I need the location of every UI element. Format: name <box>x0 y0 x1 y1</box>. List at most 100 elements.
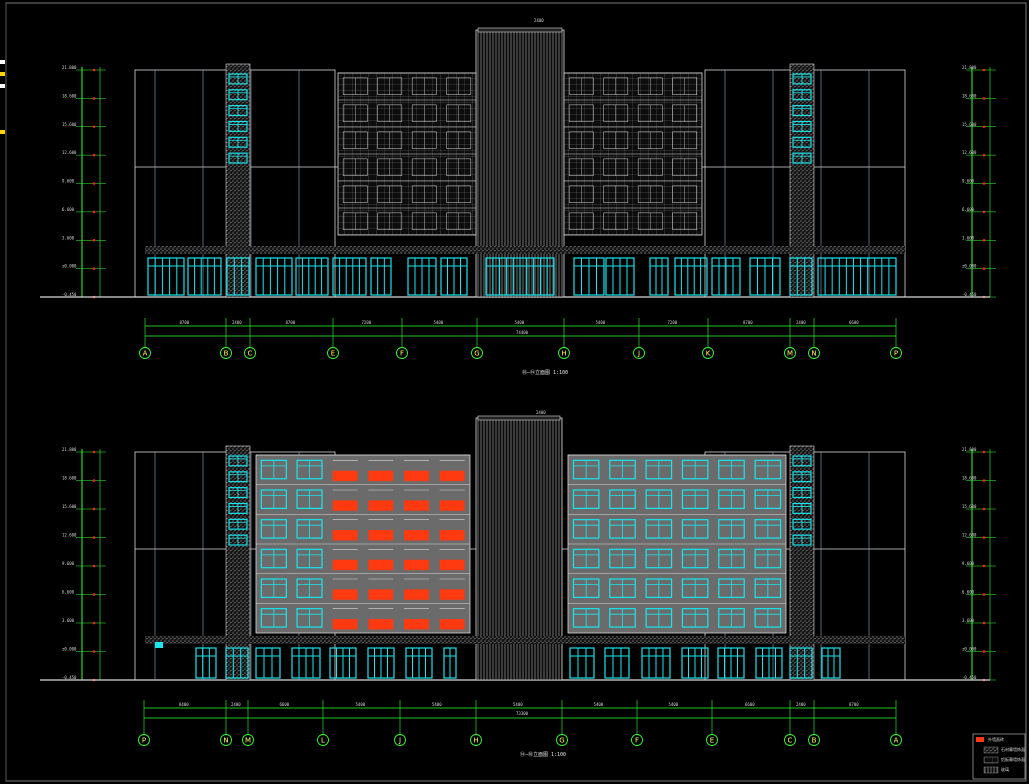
level-marker <box>92 210 96 214</box>
level-label: 15.600 <box>962 504 977 509</box>
storefront <box>370 257 392 296</box>
glass-panel <box>439 530 465 541</box>
glass-panel <box>332 530 358 541</box>
level-label: 18.600 <box>962 93 977 98</box>
dimension-value: 5400 <box>356 702 366 707</box>
level-marker <box>982 593 986 596</box>
level-label: 12.600 <box>62 150 77 155</box>
level-label: ±0.000 <box>62 264 77 269</box>
axis-label: K <box>706 350 711 358</box>
axis-bubble <box>471 347 483 359</box>
level-marker <box>92 267 96 270</box>
glass-panel <box>404 589 429 600</box>
bottom-total-dimension: 73300 <box>516 711 529 716</box>
level-label: 3.600 <box>962 235 975 240</box>
bottom-elevation: 21.80018.60015.60012.6009.6006.6003.600±… <box>40 415 996 746</box>
storefront <box>789 257 813 296</box>
storefront <box>674 257 708 296</box>
right-stair-tower <box>789 63 815 298</box>
glass-panel <box>439 500 465 511</box>
glass-panel <box>368 530 394 541</box>
axis-bubble <box>808 734 820 746</box>
level-marker <box>92 238 96 242</box>
level-marker <box>92 650 96 653</box>
core-parapet <box>477 27 563 33</box>
storefront <box>604 647 630 679</box>
dimension-value: 6600 <box>849 320 859 325</box>
dimension-value: 8700 <box>180 320 190 325</box>
axis-label: A <box>894 737 899 745</box>
glass-panel <box>332 559 358 571</box>
axis-bubble <box>890 347 902 359</box>
level-label: 3.600 <box>962 618 975 623</box>
axis-bubble <box>394 734 406 746</box>
glass-panel <box>332 589 358 600</box>
level-label: 6.600 <box>962 207 975 212</box>
storefront <box>569 647 595 679</box>
axis-bubble <box>317 734 329 746</box>
glass-panel <box>404 530 429 541</box>
axis-bubble <box>808 347 820 359</box>
storefront <box>821 647 841 679</box>
glass-panel <box>439 470 465 482</box>
right-stair-tower <box>789 445 815 681</box>
axis-label: C <box>788 737 793 745</box>
level-label: 9.600 <box>962 179 975 184</box>
facade-block-1 <box>567 454 787 634</box>
glass-panel <box>404 559 429 571</box>
storefront <box>255 647 281 679</box>
axis-label: M <box>245 737 251 745</box>
level-marker <box>982 507 986 511</box>
storefront <box>226 257 250 296</box>
axis-bubble <box>631 734 643 746</box>
storefront <box>789 647 813 679</box>
storefront <box>295 257 329 296</box>
axis-bubble <box>139 347 151 359</box>
core-cladding <box>475 29 565 298</box>
legend-item-1: 石材幕墙饰面 <box>1001 746 1025 752</box>
legend: 外墙面砖 石材幕墙饰面 铝板幕墙饰面 玻璃 <box>972 733 1026 780</box>
level-label: 21.800 <box>962 447 977 452</box>
level-marker <box>982 650 986 653</box>
axis-label: G <box>559 737 564 745</box>
glass-panel <box>368 470 394 482</box>
glass-panel <box>332 470 358 482</box>
storefront <box>225 647 249 679</box>
dimension-value: 2400 <box>231 702 241 707</box>
level-marker <box>982 153 986 157</box>
level-label: 21.800 <box>62 447 77 452</box>
ground-floor-stone-band <box>145 636 905 644</box>
axis-label: B <box>224 350 229 358</box>
dimension-value: 8700 <box>286 320 296 325</box>
glass-panel <box>404 500 429 511</box>
level-marker <box>982 238 986 242</box>
glass-panel <box>439 589 465 600</box>
axis-bubble <box>556 734 568 746</box>
level-label: -0.450 <box>62 292 77 297</box>
axis-bubble <box>784 347 796 359</box>
level-marker <box>982 479 986 482</box>
level-label: 6.600 <box>62 207 75 212</box>
facade-block-0 <box>337 72 477 236</box>
level-marker <box>92 479 96 482</box>
top-roof-dimension: 2400 <box>534 18 544 23</box>
dimension-value: 2400 <box>796 320 806 325</box>
level-label: -0.450 <box>962 675 977 680</box>
axis-label: J <box>398 737 401 745</box>
dimension-value: 6600 <box>745 702 755 707</box>
level-label: 9.600 <box>62 179 75 184</box>
glass-panel <box>368 500 394 511</box>
level-marker <box>92 621 96 625</box>
axis-bubble <box>470 734 482 746</box>
axis-label: J <box>637 350 640 358</box>
axis-bubble <box>784 734 796 746</box>
glass-panel <box>332 619 358 630</box>
facade-block-0 <box>255 454 471 634</box>
axis-bubble <box>242 734 254 746</box>
level-marker <box>92 182 96 185</box>
level-marker <box>92 507 96 511</box>
level-marker <box>92 564 96 568</box>
level-marker <box>982 450 986 454</box>
level-marker <box>92 125 96 129</box>
